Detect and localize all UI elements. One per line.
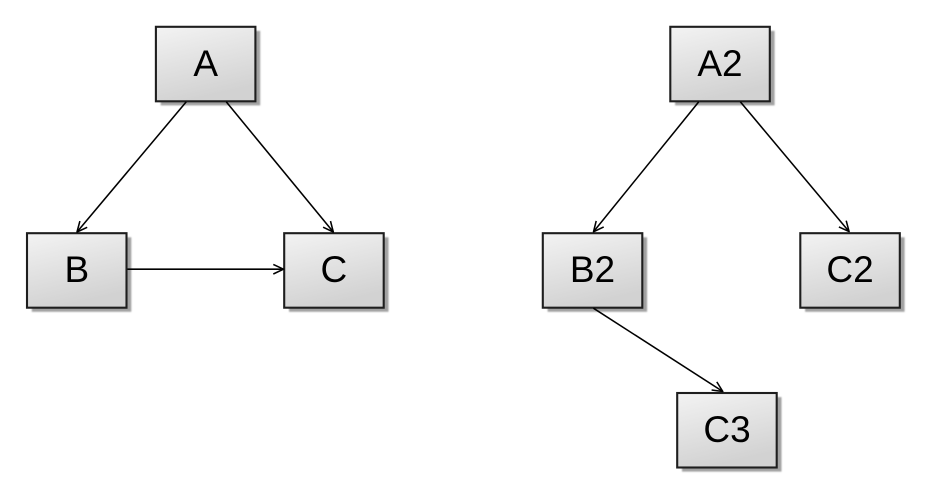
svg-text:C2: C2 [826, 249, 873, 290]
svg-text:A: A [193, 43, 218, 84]
svg-text:C3: C3 [703, 409, 750, 450]
svg-text:A2: A2 [697, 43, 742, 84]
svg-text:B: B [64, 249, 89, 290]
svg-text:B2: B2 [570, 249, 615, 290]
svg-text:C: C [321, 249, 348, 290]
